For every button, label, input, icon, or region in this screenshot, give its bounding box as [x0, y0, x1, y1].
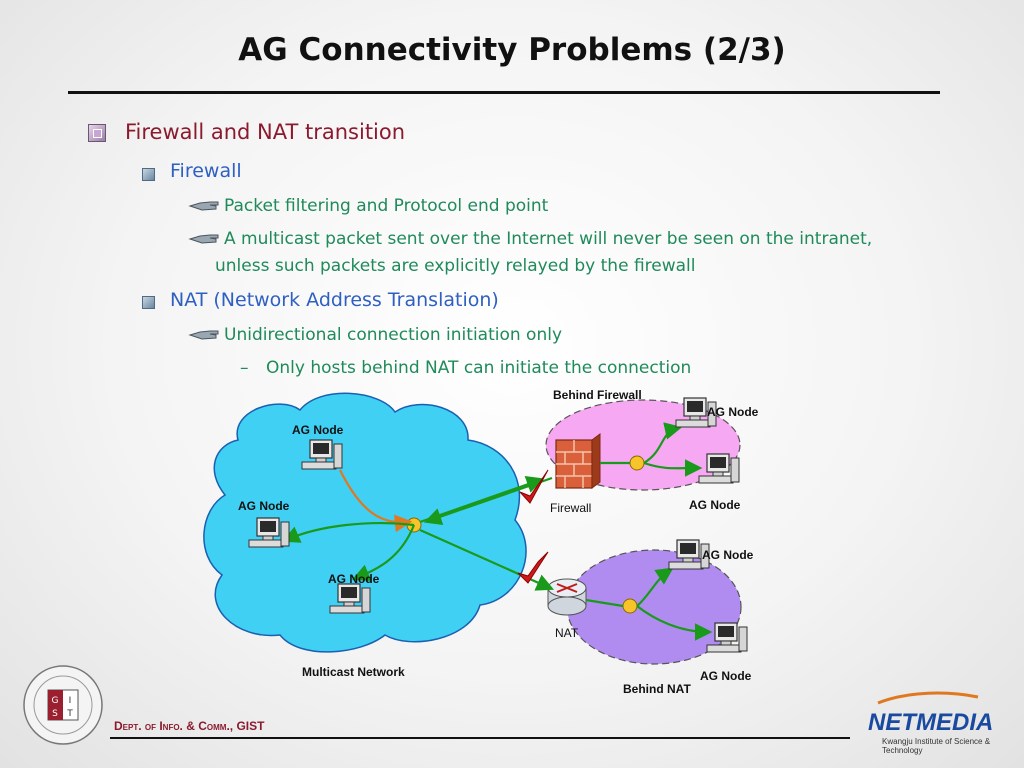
multicast-network-label: Multicast Network [302, 665, 405, 679]
firewall-item-1: Packet filtering and Protocol end point [224, 196, 549, 216]
nat-sub-item: Only hosts behind NAT can initiate the c… [266, 358, 692, 378]
pointing-hand-icon [188, 234, 219, 244]
nat-label: NAT [555, 626, 579, 640]
nat-item-1: Unidirectional connection initiation onl… [224, 325, 563, 345]
firewall-icon [555, 433, 601, 489]
svg-text:I: I [69, 696, 72, 706]
title-divider [68, 91, 940, 94]
ag-node-label: AG Node [238, 499, 290, 513]
bullet-icon [88, 124, 106, 142]
orange-arrow [339, 469, 413, 533]
footer-divider [110, 737, 850, 739]
firewall-label: Firewall [550, 501, 591, 515]
bullet-firewall: Firewall [170, 160, 242, 182]
ag-node-label: AG Node [689, 498, 741, 512]
bullet-firewall-nat: Firewall and NAT transition [125, 120, 406, 144]
checkmark-icon [517, 551, 549, 584]
behind-firewall-label: Behind Firewall [553, 388, 642, 402]
slide-title: AG Connectivity Problems (2/3) [238, 32, 786, 68]
svg-text:S: S [52, 709, 58, 719]
swoosh-icon [877, 691, 979, 705]
svg-text:T: T [66, 709, 73, 719]
pointing-hand-icon [188, 330, 219, 340]
bullet-icon [142, 168, 155, 181]
pointing-hand-icon [188, 201, 219, 211]
behind-nat-label: Behind NAT [623, 682, 691, 696]
ag-node-label: AG Node [700, 669, 752, 683]
bullet-icon [142, 296, 155, 309]
checkmark-icon [519, 469, 549, 504]
router-icon [547, 578, 587, 616]
ag-node-label: AG Node [702, 548, 754, 562]
nat-junction [622, 598, 638, 614]
firewall-item-2-line-1: A multicast packet sent over the Interne… [224, 229, 873, 249]
department-label: Dept. of Info. & Comm., GIST [114, 719, 265, 733]
netmedia-subtitle: Kwangju Institute of Science & Technolog… [882, 737, 991, 755]
gist-seal-logo: G I S T [23, 665, 103, 745]
netmedia-logo: NETMEDIA Kwangju Institute of Science & … [868, 690, 1024, 755]
dash-bullet: – [240, 358, 249, 378]
netmedia-wordmark: NETMEDIA [868, 709, 994, 736]
firewall-item-2-line-2: unless such packets are explicitly relay… [215, 256, 696, 276]
bullet-nat: NAT (Network Address Translation) [170, 289, 499, 311]
ag-node-label: AG Node [292, 423, 344, 437]
firewall-junction [629, 455, 645, 471]
ag-node-label: AG Node [328, 572, 380, 586]
svg-text:G: G [52, 696, 59, 706]
ag-node-label: AG Node [707, 405, 759, 419]
